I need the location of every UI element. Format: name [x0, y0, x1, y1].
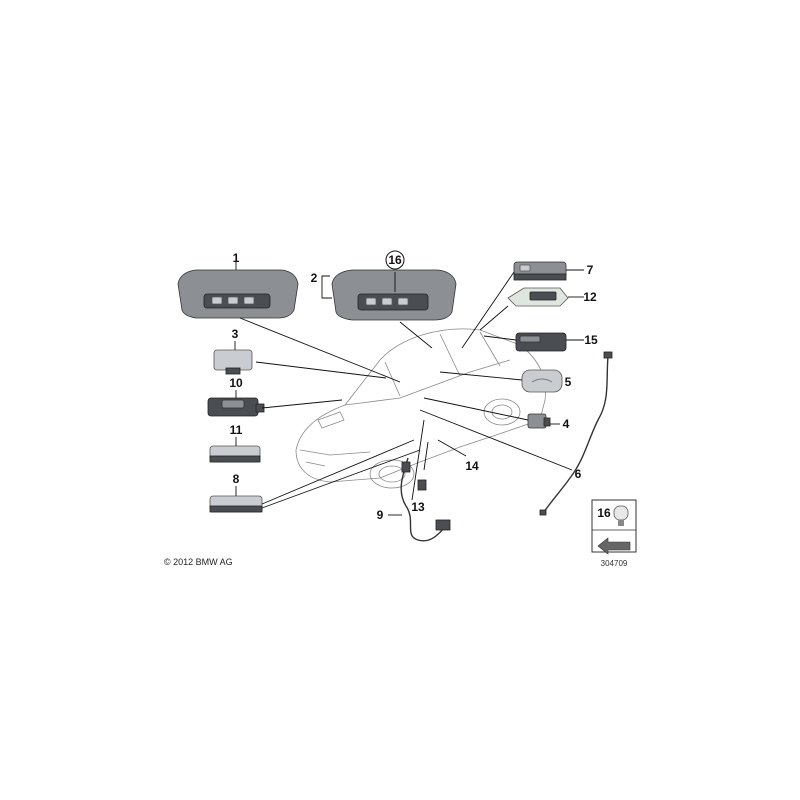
arrow-icon — [597, 537, 631, 555]
callout-16-box: 16 — [597, 506, 611, 520]
part-10-light — [207, 397, 265, 417]
callout-16-circle — [385, 250, 405, 270]
callout-7: 7 — [587, 263, 594, 277]
callout-9: 9 — [377, 508, 384, 522]
callout-8: 8 — [233, 472, 240, 486]
callout-3: 3 — [232, 327, 239, 341]
callout-labels: 1 2 16 3 10 11 8 7 12 15 5 4 6 14 13 9 — [229, 250, 598, 522]
callout-12: 12 — [583, 290, 597, 304]
part-6-wiring — [539, 351, 613, 516]
part-12-lens — [507, 287, 569, 307]
callout-13: 13 — [411, 500, 425, 514]
part-4-sensor — [527, 413, 551, 429]
car-outline — [295, 328, 546, 489]
part-11-light — [209, 445, 261, 463]
part-3-reading-light — [213, 349, 253, 375]
part-7-rear-interior-light — [513, 261, 567, 281]
bulb-reference-box: 16 — [591, 499, 637, 555]
part-1-front-interior-light — [177, 269, 299, 319]
callout-5: 5 — [565, 375, 572, 389]
part-8-light — [209, 495, 263, 513]
copyright-text: © 2012 BMW AG — [164, 557, 233, 567]
callout-2: 2 — [311, 271, 318, 285]
diagram-reference-number: 304709 — [601, 559, 628, 568]
part-9-13-cable — [400, 457, 451, 542]
leader-lines — [234, 262, 584, 516]
callout-15: 15 — [584, 333, 598, 347]
part-15-light — [515, 332, 567, 352]
callout-1: 1 — [233, 251, 240, 265]
callout-6: 6 — [575, 467, 582, 481]
callout-16: 16 — [388, 253, 402, 267]
callout-11: 11 — [230, 423, 243, 437]
bulb-icon — [613, 505, 629, 526]
callout-10: 10 — [229, 376, 243, 390]
callout-4: 4 — [563, 417, 570, 431]
callout-14: 14 — [465, 459, 479, 473]
part-2-interior-light-panorama — [331, 269, 457, 321]
part-5-cover — [521, 369, 563, 393]
